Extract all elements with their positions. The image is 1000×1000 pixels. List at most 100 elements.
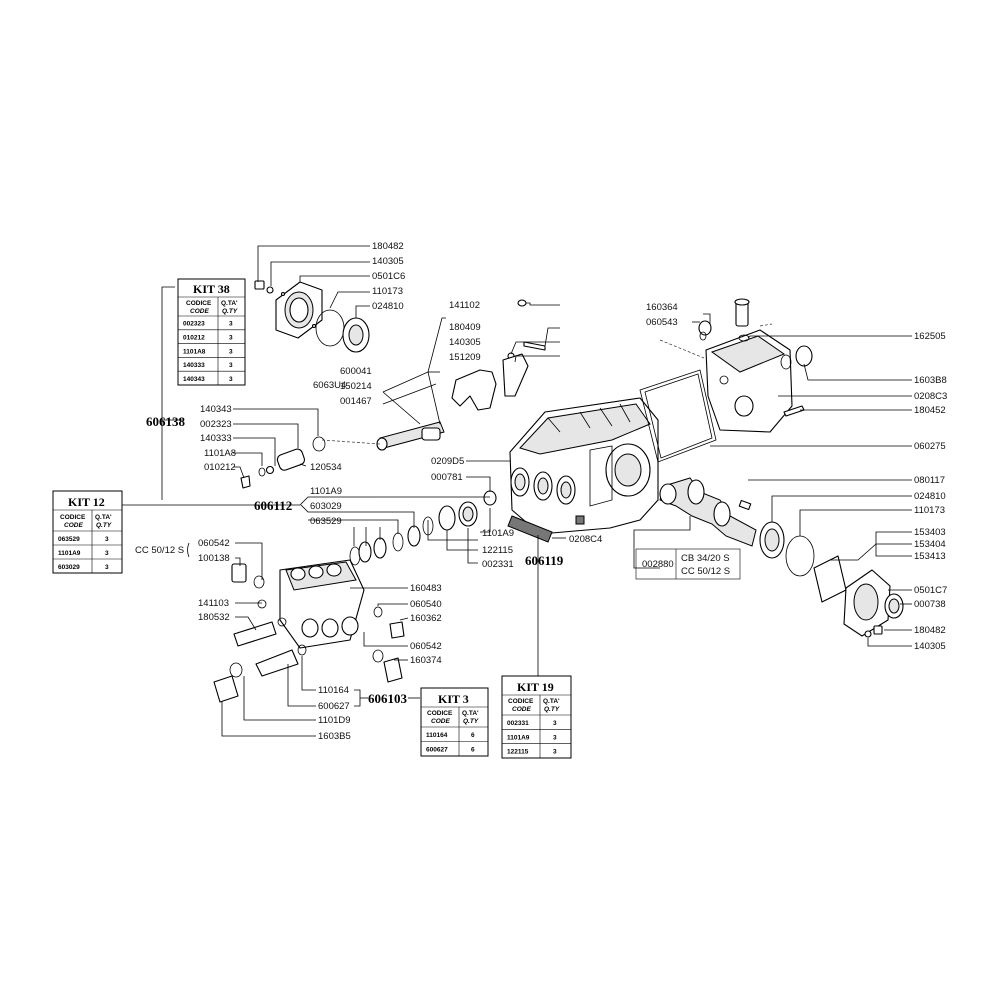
part-label-0501C7: 0501C7 bbox=[914, 585, 947, 596]
kit-12-header-code: CODE bbox=[64, 522, 83, 529]
leader-lines bbox=[60, 245, 912, 737]
kit-3-row-code: 600627 bbox=[426, 747, 448, 754]
part-label-060275: 060275 bbox=[914, 441, 946, 452]
part-label-160483: 160483 bbox=[410, 583, 442, 594]
part-label-0208C3: 0208C3 bbox=[914, 391, 947, 402]
kit-38-header-code: CODE bbox=[190, 308, 209, 315]
kit-19-header-code: CODE bbox=[512, 706, 531, 713]
kit-19-row-code: 122115 bbox=[507, 749, 529, 756]
seal-stack bbox=[349, 490, 553, 566]
kit-19-row-code: 002331 bbox=[507, 720, 529, 727]
part-label-153403: 153403 bbox=[914, 527, 946, 538]
part-label-000738: 000738 bbox=[914, 599, 946, 610]
part-label-060540: 060540 bbox=[410, 599, 442, 610]
kit-12-row-qty: 3 bbox=[105, 550, 109, 557]
kit-19-row-qty: 3 bbox=[553, 749, 557, 756]
kit-38-row-code: 140333 bbox=[183, 362, 205, 369]
kit-19-row-qty: 3 bbox=[553, 720, 557, 727]
part-label-0209D5: 0209D5 bbox=[431, 456, 464, 467]
part-label-153404: 153404 bbox=[914, 539, 946, 550]
part-label-141102: 141102 bbox=[449, 300, 480, 311]
part-label-141103: 141103 bbox=[198, 598, 229, 609]
variant-label-cc-50-12-s: CC 50/12 S bbox=[135, 545, 184, 556]
part-label-110173: 110173 bbox=[372, 286, 403, 297]
part-label-603029: 603029 bbox=[310, 501, 342, 512]
kit-12-row-code: 063529 bbox=[58, 536, 80, 543]
part-label-024810: 024810 bbox=[914, 491, 946, 502]
part-label-001467: 001467 bbox=[340, 396, 372, 407]
part-label-122115: 122115 bbox=[482, 545, 513, 556]
part-label-063529: 063529 bbox=[310, 516, 342, 527]
kit-38-row-code: 140343 bbox=[183, 376, 205, 383]
part-label-140333: 140333 bbox=[200, 433, 232, 444]
part-label-100138: 100138 bbox=[198, 553, 230, 564]
group-code-606138: 606138 bbox=[146, 414, 186, 429]
part-label-1101A9: 1101A9 bbox=[482, 528, 514, 539]
part-drawings bbox=[213, 280, 904, 703]
part-label-110173: 110173 bbox=[914, 505, 945, 516]
part-label-6063U4: 6063U4 bbox=[313, 380, 346, 391]
part-label-1101A9: 1101A9 bbox=[310, 486, 342, 497]
kit-3-header-code: CODE bbox=[431, 718, 450, 725]
kit-38-row-qty: 3 bbox=[229, 362, 233, 369]
part-label-120534: 120534 bbox=[310, 462, 342, 473]
kit-12-row-code: 1101A9 bbox=[58, 550, 81, 557]
part-label-162505: 162505 bbox=[914, 331, 946, 342]
part-label-140343: 140343 bbox=[200, 404, 232, 415]
plunger-seal-assembly bbox=[240, 436, 326, 489]
bearing-cover-left-assembly bbox=[254, 280, 370, 353]
part-label-600041: 600041 bbox=[340, 366, 372, 377]
part-label-002331: 002331 bbox=[482, 559, 514, 570]
part-label-160374: 160374 bbox=[410, 655, 442, 666]
kit-38-header-qta: Q.TA' bbox=[221, 300, 238, 307]
part-label-140305: 140305 bbox=[372, 256, 404, 267]
part-label-1603B8: 1603B8 bbox=[914, 375, 947, 386]
group-code-606119: 606119 bbox=[525, 553, 564, 568]
part-label-080117: 080117 bbox=[914, 475, 945, 486]
part-number-labels: 180482 140305 0501C6 110173 024810 14110… bbox=[135, 241, 947, 742]
kit-12-header-codice: CODICE bbox=[60, 514, 86, 521]
part-label-0501C6: 0501C6 bbox=[372, 271, 405, 282]
crankcase-body bbox=[509, 397, 659, 535]
kit-19-row-code: 1101A9 bbox=[507, 734, 530, 741]
kit-3-row-qty: 6 bbox=[471, 747, 475, 754]
kit-12-row-qty: 3 bbox=[105, 536, 109, 543]
part-label-180532: 180532 bbox=[198, 612, 230, 623]
part-label-160362: 160362 bbox=[410, 613, 442, 624]
part-label-002880: 002880 bbox=[642, 559, 674, 570]
part-label-180482: 180482 bbox=[372, 241, 404, 252]
kit-12-row-qty: 3 bbox=[105, 564, 109, 571]
kit-3-header-qta: Q.TA' bbox=[462, 710, 479, 717]
part-label-110164: 110164 bbox=[318, 685, 349, 696]
variant-label-cc-50-12-s: CC 50/12 S bbox=[681, 566, 730, 577]
kit-12-title: KIT 12 bbox=[68, 495, 105, 509]
pump-head-manifold bbox=[213, 559, 405, 703]
kit-19-row-qty: 3 bbox=[553, 734, 557, 741]
part-label-000781: 000781 bbox=[431, 472, 463, 483]
part-label-060543: 060543 bbox=[646, 317, 678, 328]
kit-38-row-qty: 3 bbox=[229, 348, 233, 355]
kit-3-row-code: 110164 bbox=[426, 732, 448, 739]
part-label-060542: 060542 bbox=[198, 538, 230, 549]
kit-3-header-codice: CODICE bbox=[427, 710, 453, 717]
kit-38-row-code: 010212 bbox=[183, 334, 205, 341]
part-label-180409: 180409 bbox=[449, 322, 481, 333]
part-label-150214: 150214 bbox=[340, 381, 372, 392]
kit-12-row-code: 603029 bbox=[58, 564, 80, 571]
rear-cover-assembly bbox=[639, 298, 813, 463]
part-label-160364: 160364 bbox=[646, 302, 678, 313]
kit-38-header-qty: Q.TY bbox=[222, 308, 238, 315]
kit-38-row-qty: 3 bbox=[229, 334, 233, 341]
part-label-1603B5: 1603B5 bbox=[318, 731, 351, 742]
kit-38-row-code: 002323 bbox=[183, 321, 205, 328]
part-label-060542: 060542 bbox=[410, 641, 442, 652]
crankshaft bbox=[659, 477, 757, 547]
part-label-151209: 151209 bbox=[449, 352, 481, 363]
kit-12-header-qty: Q.TY bbox=[96, 522, 112, 529]
part-label-024810: 024810 bbox=[372, 301, 404, 312]
kit-19-header-qty: Q.TY bbox=[544, 706, 560, 713]
